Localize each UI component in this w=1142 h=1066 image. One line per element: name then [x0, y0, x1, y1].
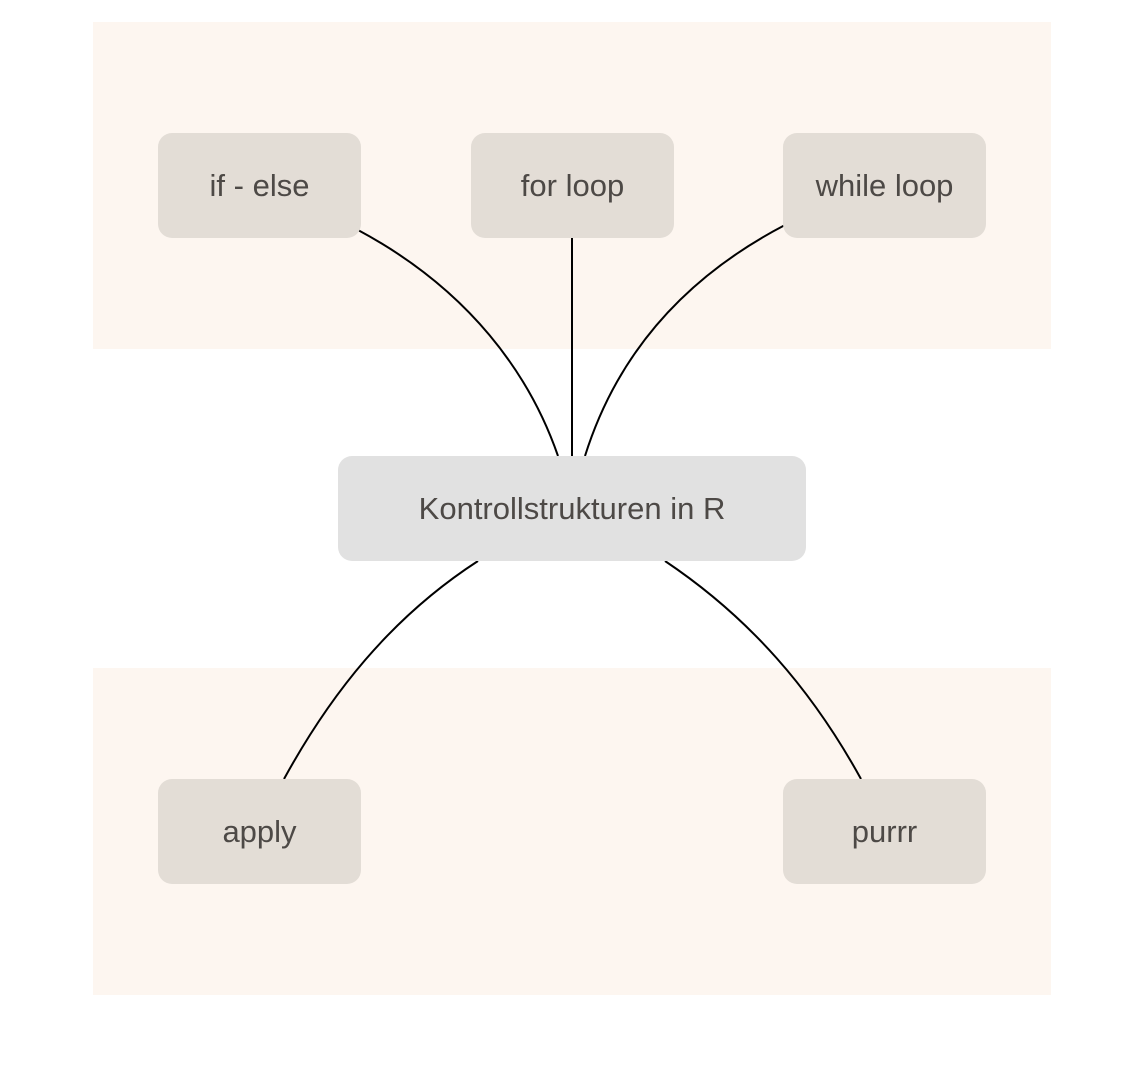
node-label: apply: [222, 813, 297, 849]
node-label: if - else: [209, 167, 310, 203]
node-while-loop[interactable]: while loop: [783, 133, 986, 238]
node-label: purrr: [851, 813, 918, 849]
node-apply[interactable]: apply: [158, 779, 361, 884]
node-for-loop[interactable]: for loop: [471, 133, 674, 238]
root-node-label: Kontrollstrukturen in R: [418, 490, 726, 526]
node-if-else[interactable]: if - else: [158, 133, 361, 238]
root-node-kontrollstrukturen[interactable]: Kontrollstrukturen in R: [338, 456, 806, 561]
node-label: while loop: [815, 167, 954, 203]
node-label: for loop: [520, 167, 625, 203]
node-purrr[interactable]: purrr: [783, 779, 986, 884]
